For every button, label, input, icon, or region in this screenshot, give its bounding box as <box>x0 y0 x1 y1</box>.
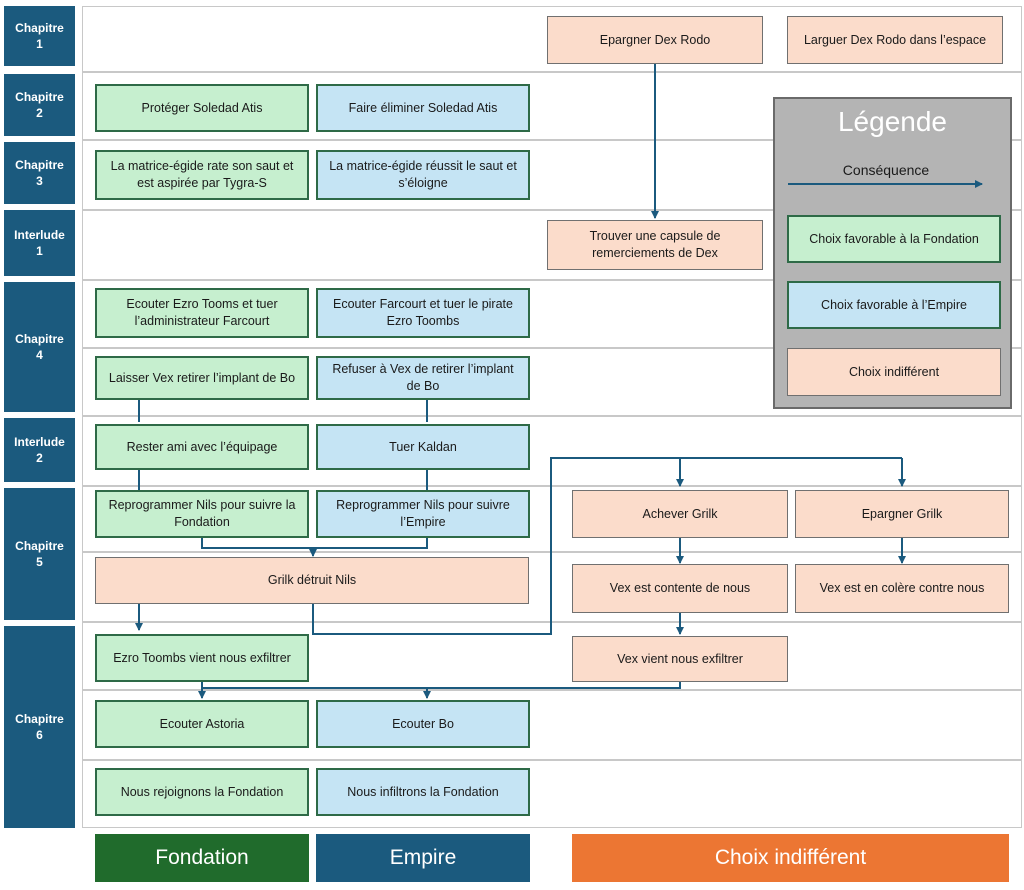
node-epargner-grilk[interactable]: Epargner Grilk <box>795 490 1009 538</box>
node-vex-colere[interactable]: Vex est en colère contre nous <box>795 564 1009 613</box>
node-larguer-dex-rodo[interactable]: Larguer Dex Rodo dans l’espace <box>787 16 1003 64</box>
footer-choix-indifferent: Choix indifférent <box>572 834 1009 882</box>
node-rejoignons-fondation[interactable]: Nous rejoignons la Fondation <box>95 768 309 816</box>
legend-consequence-label: Conséquence <box>842 162 930 178</box>
node-achever-grilk[interactable]: Achever Grilk <box>572 490 788 538</box>
node-tuer-kaldan[interactable]: Tuer Kaldan <box>316 424 530 470</box>
chapter-label-4: Chapitre 4 <box>4 282 75 412</box>
chapter-label-6: Chapitre 6 <box>4 626 75 828</box>
node-rester-ami[interactable]: Rester ami avec l’équipage <box>95 424 309 470</box>
chapter-label-1: Chapitre 1 <box>4 6 75 66</box>
node-capsule-dex[interactable]: Trouver une capsule de remerciements de … <box>547 220 763 270</box>
legend-indifferent-swatch: Choix indifférent <box>787 348 1001 396</box>
node-matrice-rate[interactable]: La matrice-égide rate son saut et est as… <box>95 150 309 200</box>
node-epargner-dex-rodo[interactable]: Epargner Dex Rodo <box>547 16 763 64</box>
node-vex-contente[interactable]: Vex est contente de nous <box>572 564 788 613</box>
node-proteger-soledad[interactable]: Protéger Soledad Atis <box>95 84 309 132</box>
legend-title: Légende <box>837 106 947 137</box>
interlude-label-2: Interlude 2 <box>4 418 75 482</box>
node-grilk-detruit-nils[interactable]: Grilk détruit Nils <box>95 557 529 604</box>
node-ecouter-astoria[interactable]: Ecouter Astoria <box>95 700 309 748</box>
chapter-label-5: Chapitre 5 <box>4 488 75 620</box>
node-infiltrons-fondation[interactable]: Nous infiltrons la Fondation <box>316 768 530 816</box>
chapter-label-2: Chapitre 2 <box>4 74 75 136</box>
legend-empire-swatch: Choix favorable à l’Empire <box>787 281 1001 329</box>
node-ecouter-farcourt[interactable]: Ecouter Farcourt et tuer le pirate Ezro … <box>316 288 530 338</box>
node-reprog-empire[interactable]: Reprogrammer Nils pour suivre l’Empire <box>316 490 530 538</box>
legend-fondation-swatch: Choix favorable à la Fondation <box>787 215 1001 263</box>
footer-empire: Empire <box>316 834 530 882</box>
node-refuser-vex[interactable]: Refuser à Vex de retirer l’implant de Bo <box>316 356 530 400</box>
node-ezro-exfiltrer[interactable]: Ezro Toombs vient nous exfiltrer <box>95 634 309 682</box>
node-ecouter-bo[interactable]: Ecouter Bo <box>316 700 530 748</box>
node-vex-exfiltrer[interactable]: Vex vient nous exfiltrer <box>572 636 788 682</box>
chapter-label-3: Chapitre 3 <box>4 142 75 204</box>
interlude-label-1: Interlude 1 <box>4 210 75 276</box>
node-matrice-reussit[interactable]: La matrice-égide réussit le saut et s’él… <box>316 150 530 200</box>
node-laisser-vex[interactable]: Laisser Vex retirer l’implant de Bo <box>95 356 309 400</box>
node-reprog-fondation[interactable]: Reprogrammer Nils pour suivre la Fondati… <box>95 490 309 538</box>
node-eliminer-soledad[interactable]: Faire éliminer Soledad Atis <box>316 84 530 132</box>
node-ecouter-ezro[interactable]: Ecouter Ezro Tooms et tuer l’administrat… <box>95 288 309 338</box>
footer-fondation: Fondation <box>95 834 309 882</box>
